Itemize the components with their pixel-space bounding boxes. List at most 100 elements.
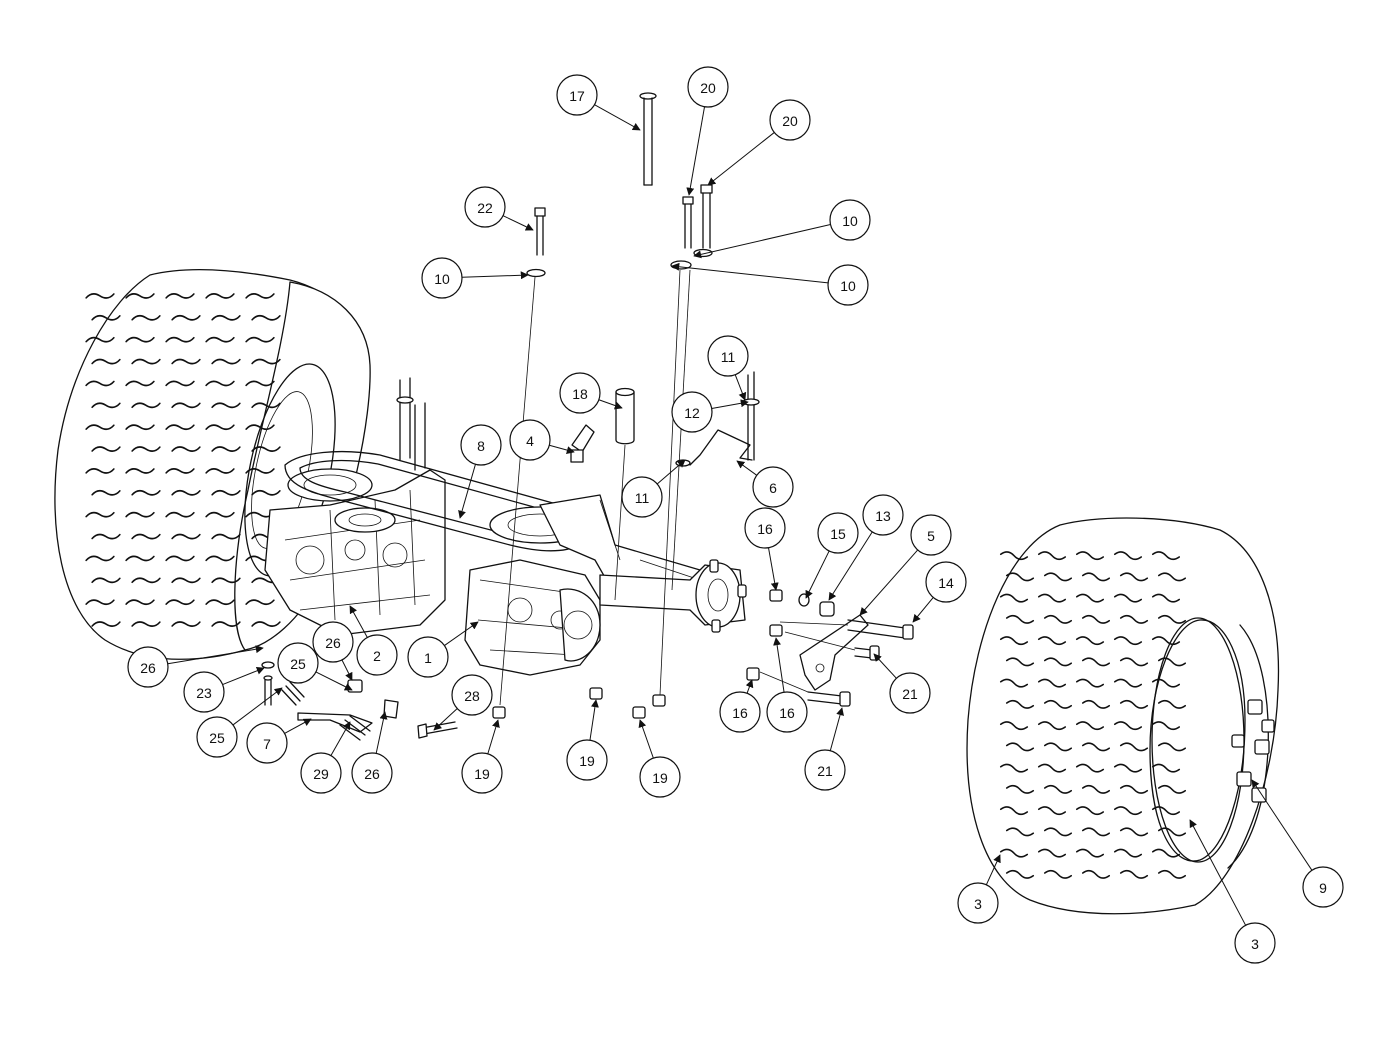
- callout-number: 8: [477, 438, 485, 454]
- callout-c3b: 3: [1234, 922, 1276, 964]
- callout-circle: [566, 739, 608, 781]
- callout-c25b: 25: [196, 716, 238, 758]
- leader-line-c15: [805, 550, 830, 599]
- leader-line-c28: [433, 708, 458, 731]
- callout-circle: [1234, 922, 1276, 964]
- callout-number: 19: [652, 770, 668, 786]
- leader-line-c26c: [375, 711, 388, 754]
- callout-c16b: 16: [719, 691, 761, 733]
- leader-line-c20b: [707, 132, 775, 186]
- callout-number: 3: [974, 896, 982, 912]
- callout-number: 6: [769, 480, 777, 496]
- callout-c19a: 19: [461, 752, 503, 794]
- callout-number: 26: [325, 635, 341, 651]
- callout-circle: [451, 674, 493, 716]
- leader-line-c5: [859, 549, 919, 616]
- leader-line-c21b: [829, 707, 844, 751]
- callout-c8: 8: [460, 424, 502, 466]
- callout-c21a: 21: [889, 672, 931, 714]
- callout-c5: 5: [910, 514, 952, 556]
- leader-line-c11b: [656, 459, 686, 485]
- callout-circle: [957, 882, 999, 924]
- lug-nuts: [1231, 699, 1275, 803]
- callout-number: 21: [902, 686, 918, 702]
- callout-circle: [766, 691, 808, 733]
- callout-circle: [769, 99, 811, 141]
- callout-c28: 28: [451, 674, 493, 716]
- callout-number: 19: [474, 766, 490, 782]
- callout-number: 28: [464, 688, 480, 704]
- callout-c25a: 25: [277, 642, 319, 684]
- transaxle-assembly: [264, 377, 869, 691]
- callout-circle: [421, 257, 463, 299]
- callout-c19c: 19: [639, 756, 681, 798]
- callout-c29: 29: [300, 752, 342, 794]
- leader-line-c12: [711, 399, 749, 409]
- callout-c11a: 11: [707, 335, 749, 377]
- callout-c6: 6: [752, 466, 794, 508]
- callout-number: 26: [140, 660, 156, 676]
- leader-line-c18: [598, 399, 623, 410]
- callout-circle: [509, 419, 551, 461]
- callout-c17: 17: [556, 74, 598, 116]
- callout-circle: [910, 514, 952, 556]
- callout-number: 2: [373, 648, 381, 664]
- callout-circle: [804, 749, 846, 791]
- callout-circle: [829, 199, 871, 241]
- callout-number: 20: [782, 113, 798, 129]
- callout-circle: [351, 752, 393, 794]
- callout-c16a: 16: [744, 507, 786, 549]
- callout-number: 12: [684, 405, 700, 421]
- leader-line-c23: [222, 666, 265, 686]
- callout-circle: [312, 621, 354, 663]
- leader-line-c2: [349, 605, 368, 638]
- leader-line-c8: [458, 464, 476, 519]
- callout-c19b: 19: [566, 739, 608, 781]
- callout-number: 16: [757, 521, 773, 537]
- callout-number: 11: [721, 349, 736, 365]
- leader-line-c11a: [734, 374, 747, 401]
- callout-number: 18: [572, 386, 588, 402]
- leader-line-c14: [912, 597, 934, 623]
- callout-number: 4: [526, 433, 534, 449]
- leader-line-c29: [330, 721, 351, 756]
- callout-circle: [356, 634, 398, 676]
- leader-line-c9: [1251, 779, 1313, 871]
- callout-circle: [556, 74, 598, 116]
- callout-c26c: 26: [351, 752, 393, 794]
- leader-line-c1: [444, 621, 479, 646]
- leader-line-c22: [502, 215, 534, 231]
- leader-line-c6: [736, 460, 758, 476]
- callout-circle: [752, 466, 794, 508]
- leader-line-c19b: [589, 699, 599, 741]
- leader-line-c19c: [638, 719, 654, 759]
- leader-line-c25b: [232, 687, 283, 726]
- callout-number: 11: [635, 490, 650, 506]
- callout-circle: [817, 512, 859, 554]
- callout-c3a: 3: [957, 882, 999, 924]
- callout-c26b: 26: [312, 621, 354, 663]
- callout-circle: [671, 391, 713, 433]
- callout-circle: [407, 636, 449, 678]
- callout-number: 20: [700, 80, 716, 96]
- leader-line-c10b: [693, 224, 831, 259]
- callout-c9: 9: [1302, 866, 1344, 908]
- leader-line-c7: [284, 718, 312, 734]
- callout-number: 19: [579, 753, 595, 769]
- callout-circle: [127, 646, 169, 688]
- callout-c13: 13: [862, 494, 904, 536]
- callout-c12: 12: [671, 391, 713, 433]
- callout-circle: [300, 752, 342, 794]
- callout-circle: [719, 691, 761, 733]
- leader-line-c16c: [773, 637, 785, 693]
- callout-c10a: 10: [421, 257, 463, 299]
- leader-line-c21a: [873, 653, 897, 679]
- callout-number: 10: [840, 278, 856, 294]
- callout-c11b: 11: [621, 476, 663, 518]
- callout-number: 15: [830, 526, 846, 542]
- callout-c23: 23: [183, 671, 225, 713]
- leader-line-c10a: [461, 271, 529, 280]
- callout-circle: [246, 722, 288, 764]
